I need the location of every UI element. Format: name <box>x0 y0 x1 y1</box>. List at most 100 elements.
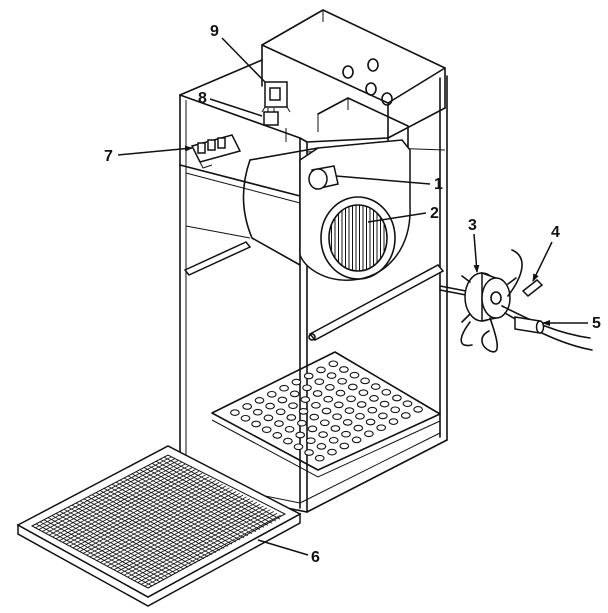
callout-3: 3 <box>468 217 477 234</box>
air-filter <box>16 445 302 607</box>
control-board <box>190 134 242 169</box>
vent-hole <box>252 408 263 416</box>
leader-6 <box>257 539 309 556</box>
filter-mesh-wire <box>143 467 261 530</box>
blower-housing <box>242 139 411 281</box>
vent-hole <box>353 424 364 432</box>
vent-hole <box>326 372 337 379</box>
vent-hole <box>402 400 413 408</box>
vent-hole <box>298 408 309 415</box>
blower-housing-top <box>249 147 319 161</box>
blower-motor-end <box>308 168 328 190</box>
motor-wire-loop-top <box>507 249 523 297</box>
upper-compartment <box>261 9 446 141</box>
base-plate-outline <box>211 351 441 471</box>
vent-hole <box>321 407 332 415</box>
vent-hole <box>277 396 288 404</box>
motor-hub <box>490 291 502 305</box>
draft-motor <box>439 249 593 353</box>
vent-hole <box>284 425 295 433</box>
callout-5: 5 <box>592 315 601 332</box>
knockout-hole <box>365 82 377 96</box>
control-board-tab <box>199 161 213 169</box>
blower-top-plate <box>317 97 409 151</box>
vent-hole <box>379 400 390 408</box>
vent-hole <box>356 401 367 408</box>
relay <box>197 142 206 154</box>
filter-rail-right <box>308 264 445 341</box>
vent-hole <box>378 412 388 420</box>
leader-7 <box>117 145 193 156</box>
filter-mesh-wire <box>99 490 217 553</box>
leader-3 <box>473 233 480 273</box>
vent-hole <box>316 366 326 374</box>
motor-wire <box>504 312 593 351</box>
filter-mesh-wire <box>123 503 261 576</box>
cabinet-right-top-edge-rear <box>387 107 446 139</box>
vent-hole <box>390 406 401 414</box>
filter-mesh-wire <box>103 492 240 565</box>
filter-mesh-wire <box>131 473 249 537</box>
vent-hole <box>240 414 251 422</box>
vent-hole <box>242 403 253 410</box>
vent-hole <box>302 384 312 392</box>
vent-hole <box>337 377 348 385</box>
upper-compartment-top <box>261 9 446 104</box>
filter-mesh-wire <box>93 487 230 560</box>
relay <box>207 139 216 151</box>
vent-hole <box>355 412 365 420</box>
filter-mesh-wire <box>123 477 241 541</box>
vent-hole <box>370 383 381 390</box>
vent-hole <box>325 384 335 391</box>
filter-frame-inner <box>30 454 287 589</box>
capacitor <box>514 316 545 334</box>
vent-hole <box>293 443 304 451</box>
blower-inlet-opening <box>328 204 388 272</box>
vent-hole <box>365 418 376 426</box>
vent-hole <box>349 371 360 379</box>
filter-mesh-wire <box>117 500 254 572</box>
motor-mount-bracket <box>461 275 517 323</box>
blower-shelf-front-lower <box>185 172 301 204</box>
vent-hole <box>327 448 337 456</box>
blower-housing-side <box>242 159 301 266</box>
vent-hole <box>316 443 327 450</box>
vent-hole <box>323 395 334 403</box>
filter-frame <box>16 445 302 598</box>
vent-hole <box>254 397 265 404</box>
filter-mesh-wire <box>110 496 247 569</box>
blower-housing-front <box>299 139 411 281</box>
motor-wire-loop-bottom <box>481 317 498 353</box>
motor-ground-wire <box>460 321 473 347</box>
vent-hole <box>369 395 379 402</box>
vent-hole <box>297 419 307 427</box>
callout-6: 6 <box>311 549 320 566</box>
filter-rail-left <box>183 241 252 276</box>
transformer <box>261 81 291 113</box>
cabinet-right-top-edge <box>306 137 389 143</box>
filter-mesh-wire <box>140 512 278 585</box>
relay <box>217 137 226 149</box>
vent-hole <box>381 388 392 396</box>
vent-hole <box>279 384 289 392</box>
vent-hole <box>332 413 342 421</box>
vent-hole <box>413 406 423 413</box>
vent-hole <box>291 378 302 386</box>
vent-hole <box>304 449 314 456</box>
vent-hole <box>300 396 311 403</box>
callout-4: 4 <box>551 224 560 241</box>
blower-shelf-front <box>179 164 301 197</box>
vent-hole <box>328 436 339 444</box>
leader-2 <box>367 212 427 223</box>
limit-switch-terminal <box>267 108 275 112</box>
vent-hole <box>307 425 318 433</box>
vent-hole <box>286 414 297 421</box>
vent-hole <box>364 430 374 438</box>
callout-2: 2 <box>430 205 439 222</box>
filter-mesh-wire <box>130 507 268 580</box>
vent-hole <box>388 418 399 425</box>
vent-hole <box>266 390 277 398</box>
terminal-lug <box>521 278 544 298</box>
filter-mesh-wire <box>100 491 237 563</box>
